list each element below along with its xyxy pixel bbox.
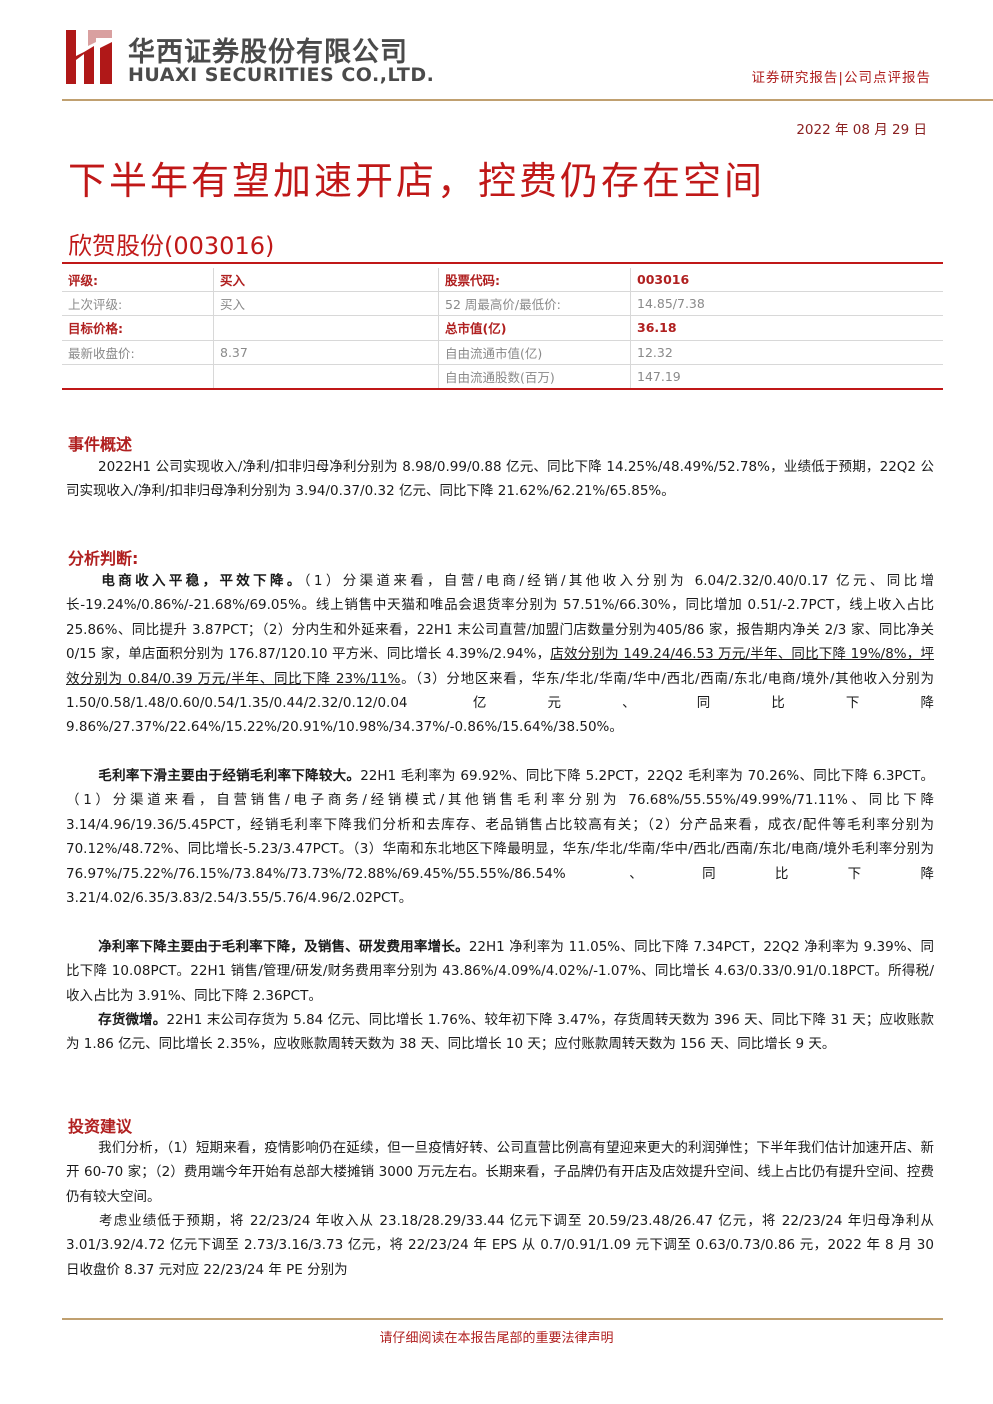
company-name-cn: 华西证券股份有限公司 [128, 37, 408, 68]
table-row: 目标价格: 总市值(亿) 36.18 [62, 315, 943, 341]
float-cap-value: 12.32 [630, 340, 943, 365]
paragraph-text: 22H1 末公司存货为 5.84 亿元、同比增长 1.76%、较年初下降 3.4… [66, 1012, 934, 1053]
paragraph-text: （1）分渠道来看，自营/电商/经销/其他收入分别为 6.04/2.32/0.40… [66, 573, 934, 663]
paragraph-text: 考虑业绩低于预期，将 22/23/24 年收入从 23.18/28.29/33.… [66, 1213, 934, 1278]
report-date: 2022 年 08 月 29 日 [796, 122, 927, 138]
header-divider [62, 99, 993, 101]
target-price-label: 目标价格: [62, 315, 214, 341]
stock-code-value: 003016 [630, 268, 943, 293]
section-heading-event: 事件概述 [68, 435, 133, 454]
table-row: 自由流通股数(百万) 147.19 [62, 364, 943, 390]
analysis-paragraph-2: 毛利率下滑主要由于经销毛利率下降较大。22H1 毛利率为 69.92%、同比下降… [66, 764, 934, 910]
paragraph-text: 我们分析，（1）短期来看，疫情影响仍在延续，但一旦疫情好转、公司直营比例高有望迎… [66, 1140, 934, 1205]
huaxi-logo-icon [66, 30, 112, 84]
rating-value: 买入 [213, 268, 439, 293]
company-name-en: HUAXI SECURITIES CO.,LTD. [128, 64, 435, 86]
prev-rating-label: 上次评级: [62, 291, 214, 317]
last-close-label: 最新收盘价: [62, 340, 214, 365]
section-heading-invest: 投资建议 [68, 1117, 133, 1136]
event-paragraph: 2022H1 公司实现收入/净利/扣非归母净利分别为 8.98/0.99/0.8… [66, 455, 934, 504]
empty-cell [62, 364, 214, 390]
float-cap-label: 自由流通市值(亿) [438, 340, 631, 365]
paragraph-lead: 存货微增。 [98, 1012, 167, 1028]
rating-label: 评级: [62, 268, 214, 293]
paragraph-text: 。（3）分地区来看，华东/华北/华南/华中/西北/西南/东北/电商/境外/其他收… [66, 670, 934, 736]
stock-code-label: 股票代码: [438, 268, 631, 293]
event-text: 2022H1 公司实现收入/净利/扣非归母净利分别为 8.98/0.99/0.8… [66, 459, 934, 500]
paragraph-lead: 毛利率下滑主要由于经销毛利率下降较大。 [98, 768, 361, 784]
52w-range-label: 52 周最高价/最低价: [438, 291, 631, 317]
paragraph-lead: 净利率下降主要由于毛利率下降，及销售、研发费用率增长。 [98, 939, 469, 955]
52w-range-value: 14.85/7.38 [630, 291, 943, 317]
market-cap-label: 总市值(亿) [438, 315, 631, 341]
invest-paragraph-1: 我们分析，（1）短期来看，疫情影响仍在延续，但一旦疫情好转、公司直营比例高有望迎… [66, 1136, 934, 1209]
footer-divider [62, 1318, 943, 1320]
last-close-value: 8.37 [213, 340, 439, 365]
stock-name: 欣贺股份(003016) [68, 232, 275, 260]
table-row: 上次评级: 买入 52 周最高价/最低价: 14.85/7.38 [62, 291, 943, 317]
report-type: 证券研究报告|公司点评报告 [751, 70, 931, 86]
empty-cell [213, 364, 439, 390]
report-title: 下半年有望加速开店，控费仍存在空间 [68, 159, 766, 203]
analysis-paragraph-4: 存货微增。22H1 末公司存货为 5.84 亿元、同比增长 1.76%、较年初下… [66, 1008, 934, 1057]
market-cap-value: 36.18 [630, 315, 943, 341]
table-row: 评级: 买入 股票代码: 003016 [62, 268, 943, 293]
float-shares-value: 147.19 [630, 364, 943, 390]
target-price-value [213, 315, 439, 341]
invest-paragraph-2: 考虑业绩低于预期，将 22/23/24 年收入从 23.18/28.29/33.… [66, 1209, 934, 1282]
section-heading-analysis: 分析判断: [68, 549, 139, 568]
analysis-paragraph-3: 净利率下降主要由于毛利率下降，及销售、研发费用率增长。22H1 净利率为 11.… [66, 935, 934, 1008]
underlined-text: 店效分别为 149.24/46.53 万元/半年、同比下降 19%/8%，坪效分… [66, 646, 935, 687]
analysis-paragraph-1: 电商收入平稳，平效下降。（1）分渠道来看，自营/电商/经销/其他收入分别为 6.… [66, 569, 934, 740]
table-row: 最新收盘价: 8.37 自由流通市值(亿) 12.32 [62, 340, 943, 365]
footer-disclaimer: 请仔细阅读在本报告尾部的重要法律声明 [379, 1331, 614, 1346]
prev-rating-value: 买入 [213, 291, 439, 317]
float-shares-label: 自由流通股数(百万) [438, 364, 631, 390]
paragraph-lead: 电商收入平稳，平效下降。 [98, 573, 304, 589]
paragraph-text: 22H1 毛利率为 69.92%、同比下降 5.2PCT，22Q2 毛利率为 7… [66, 768, 935, 907]
stock-info-table: 评级: 买入 股票代码: 003016 上次评级: 买入 52 周最高价/最低价… [62, 268, 943, 390]
paragraph-text: 22H1 净利率为 11.05%、同比下降 7.34PCT，22Q2 净利率为 … [66, 939, 934, 1004]
title-divider [62, 262, 943, 264]
